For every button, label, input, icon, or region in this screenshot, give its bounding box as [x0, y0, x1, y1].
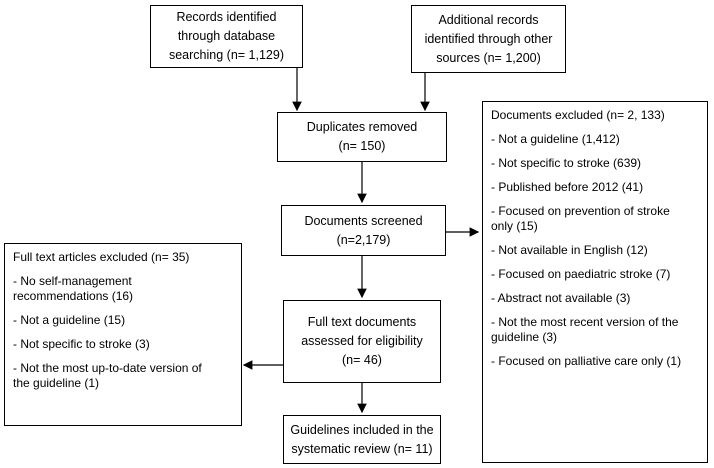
- documents-excluded-item: - Not the most recent version of the gui…: [491, 315, 679, 344]
- documents-excluded-item: - Not available in English (12): [491, 243, 648, 257]
- duplicates-removed-text: Duplicates removed (n= 150): [306, 120, 418, 153]
- documents-excluded-item: - Not specific to stroke (639): [491, 156, 642, 170]
- guidelines-included-text: Guidelines included in the systematic re…: [290, 422, 434, 456]
- fulltext-assessed-box: Full text documents assessed for eligibi…: [283, 300, 441, 383]
- fulltext-assessed-text: Full text documents assessed for eligibi…: [301, 315, 423, 367]
- documents-excluded-item: - Not a guideline (1,412): [491, 132, 620, 146]
- documents-screened-box: Documents screened (n=2,179): [281, 205, 446, 256]
- documents-excluded-item: - Focused on prevention of stroke only (…: [491, 204, 670, 233]
- duplicates-removed-box: Duplicates removed (n= 150): [277, 112, 447, 162]
- fulltext-excluded-item: - No self-management recommendations (16…: [13, 274, 134, 303]
- documents-screened-text: Documents screened (n=2,179): [304, 213, 423, 247]
- guidelines-included-box: Guidelines included in the systematic re…: [283, 415, 441, 464]
- records-other-sources-text: Additional records identified through ot…: [424, 12, 553, 65]
- documents-excluded-item: - Abstract not available (3): [491, 291, 631, 305]
- documents-excluded-item: - Focused on paediatric stroke (7): [491, 267, 671, 281]
- fulltext-excluded-item: - Not specific to stroke (3): [13, 337, 150, 351]
- documents-excluded-item: - Focused on palliative care only (1): [491, 354, 682, 368]
- fulltext-excluded-item: - Not the most up-to-date version of the…: [13, 361, 202, 390]
- records-other-sources-box: Additional records identified through ot…: [411, 5, 566, 73]
- documents-excluded-item: - Published before 2012 (41): [491, 180, 644, 194]
- fulltext-excluded-title: Full text articles excluded (n= 35): [13, 250, 190, 264]
- documents-excluded-box: Documents excluded (n= 2, 133) - Not a g…: [482, 101, 708, 463]
- fulltext-excluded-box: Full text articles excluded (n= 35) - No…: [4, 243, 242, 426]
- fulltext-excluded-item: - Not a guideline (15): [13, 313, 126, 327]
- records-database-box: Records identified through database sear…: [150, 5, 303, 68]
- documents-excluded-title: Documents excluded (n= 2, 133): [491, 108, 665, 122]
- records-database-text: Records identified through database sear…: [168, 10, 284, 62]
